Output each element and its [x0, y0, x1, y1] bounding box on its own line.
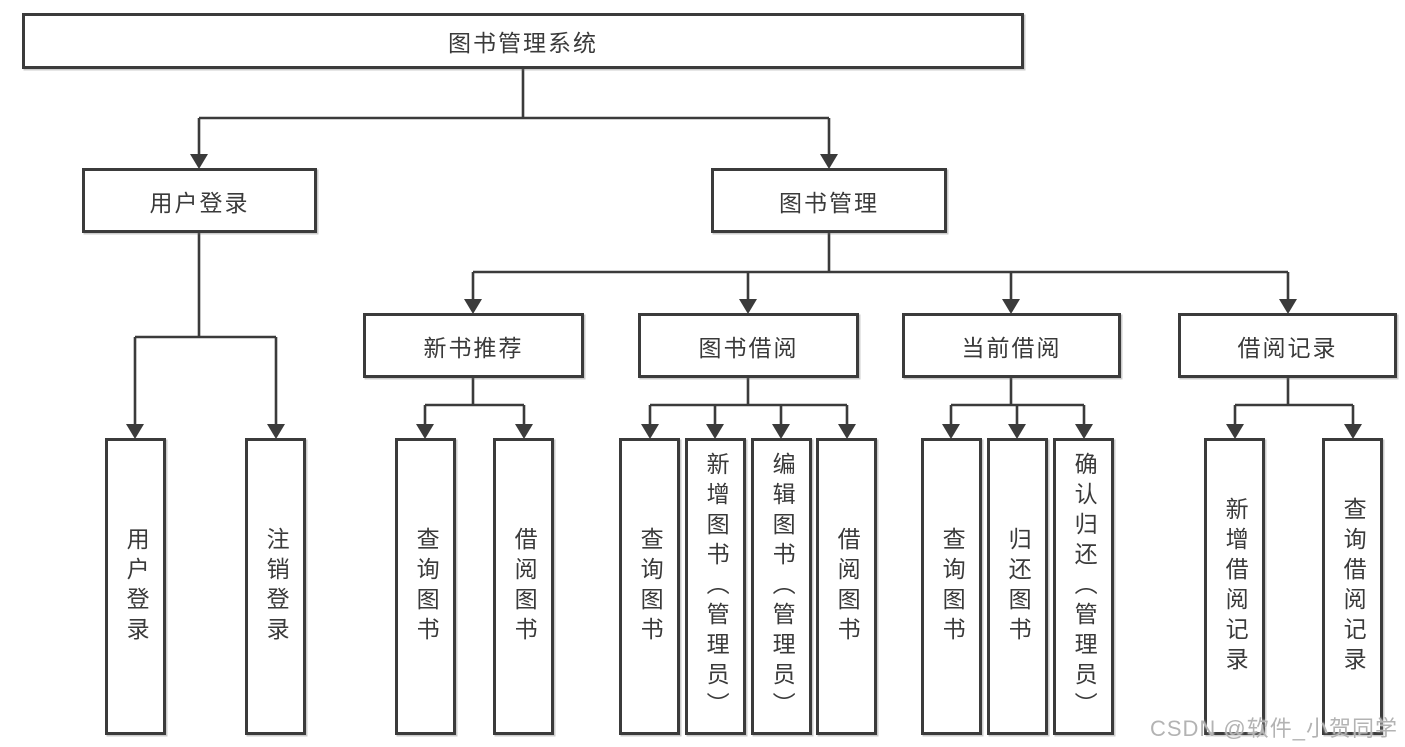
node-book-management: 图书管理: [711, 168, 947, 233]
leaf-add-borrow-record: 新增借阅记录: [1204, 438, 1265, 735]
branch-new-book-recommend-to-leaves: [423, 378, 526, 427]
node-label: 查询图书: [939, 526, 966, 647]
node-new-book-recommend: 新书推荐: [363, 313, 584, 378]
watermark: CSDN @软件_小贺同学: [1149, 716, 1398, 741]
node-current-borrow: 当前借阅: [902, 313, 1121, 378]
node-label: 编辑图书（管理员）: [769, 451, 796, 722]
node-label: 用户登录: [149, 189, 250, 216]
node-label: 新书推荐: [423, 334, 524, 361]
node-label: 当前借阅: [961, 334, 1062, 361]
leaf-query-books-recommend: 查询图书: [395, 438, 456, 735]
node-label: 图书管理系统: [448, 30, 598, 56]
node-label: 新增借阅记录: [1222, 496, 1249, 677]
node-label: 确认归还（管理员）: [1071, 451, 1098, 722]
leaf-query-books-current: 查询图书: [921, 438, 982, 735]
leaf-query-borrow-record: 查询借阅记录: [1322, 438, 1383, 735]
node-book-borrow: 图书借阅: [638, 313, 859, 378]
leaf-borrow-books-recommend: 借阅图书: [493, 438, 554, 735]
node-label: 注销登录: [263, 526, 290, 647]
leaf-user-login: 用户登录: [105, 438, 166, 735]
node-label: 查询借阅记录: [1340, 496, 1367, 677]
node-label: 用户登录: [123, 526, 150, 647]
leaf-edit-books-admin: 编辑图书（管理员）: [751, 438, 812, 735]
node-label: 查询图书: [637, 526, 664, 647]
node-borrow-records: 借阅记录: [1178, 313, 1397, 378]
node-user-login: 用户登录: [82, 168, 317, 233]
branch-user-login-to-leaves: [133, 233, 278, 427]
branch-book-borrow-to-leaves: [648, 378, 849, 427]
node-label: 归还图书: [1005, 526, 1032, 647]
connector-lines: [133, 69, 1355, 427]
branch-root-to-level2: [197, 69, 831, 157]
leaf-return-books: 归还图书: [987, 438, 1048, 735]
node-label: 借阅图书: [834, 526, 861, 647]
node-label: 查询图书: [413, 526, 440, 647]
node-label: 借阅记录: [1237, 334, 1338, 361]
branch-current-borrow-to-leaves: [949, 378, 1086, 427]
leaf-logout: 注销登录: [245, 438, 306, 735]
leaf-query-books-borrow: 查询图书: [619, 438, 680, 735]
connector-arrowheads: [126, 154, 1362, 439]
leaf-add-books-admin: 新增图书（管理员）: [685, 438, 746, 735]
leaf-borrow-books: 借阅图书: [816, 438, 877, 735]
node-library-management-system: 图书管理系统: [22, 13, 1024, 69]
branch-book-management-to-level3: [471, 233, 1290, 302]
node-label: 借阅图书: [511, 526, 538, 647]
node-label: 新增图书（管理员）: [703, 451, 730, 722]
branch-borrow-records-to-leaves: [1233, 378, 1355, 427]
node-label: 图书管理: [779, 189, 879, 216]
node-label: 图书借阅: [698, 334, 799, 361]
leaf-confirm-return-admin: 确认归还（管理员）: [1053, 438, 1114, 735]
